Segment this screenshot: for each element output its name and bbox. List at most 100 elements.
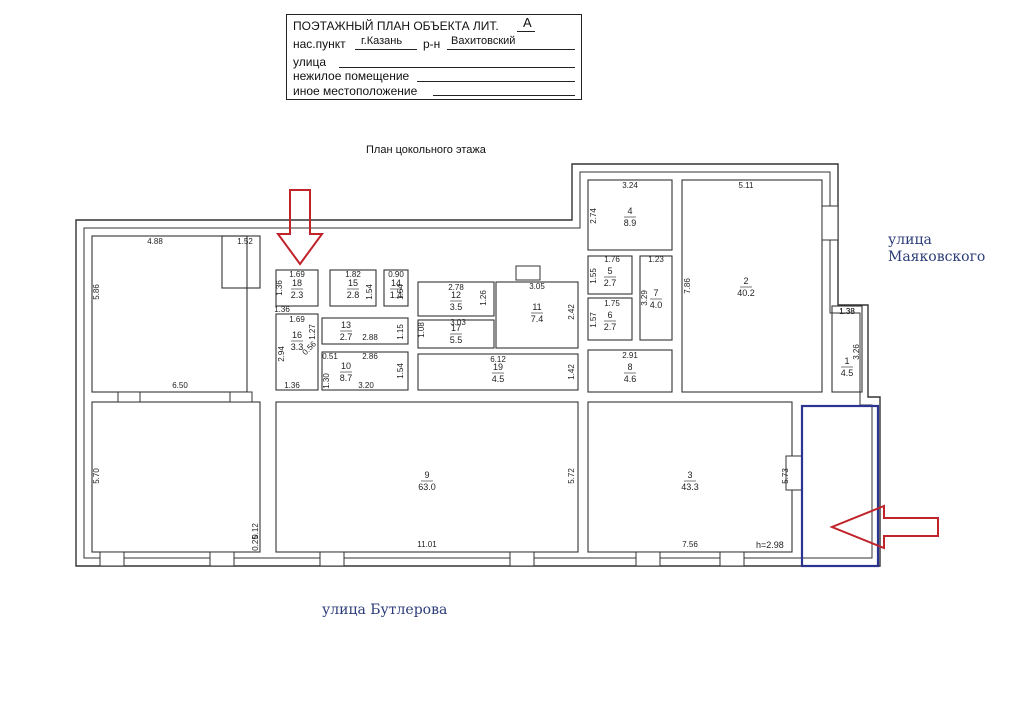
dimension-label: 1.57 [589,312,598,328]
room-outline-5 [587,255,633,295]
dimension-label: 1.36 [284,381,300,390]
room-outline-west-lower [91,401,261,553]
window [509,551,535,567]
other-location-underline [433,95,575,96]
dimension-label: 7.56 [682,540,698,549]
east-street-line2: Маяковского [888,249,986,265]
room-number-label: 2 [743,276,748,286]
dimension-label: 1.26 [479,290,488,306]
room-outline-14 [383,269,409,307]
room-outline-15 [329,269,377,307]
room-area-label: 4.0 [650,300,663,310]
district-label: р-н [423,37,441,51]
dimension-label: 1.23 [648,255,664,264]
street-underline [339,67,575,68]
room-number-label: 7 [653,288,658,298]
arrow-left-icon [829,504,939,550]
room-area-label: 7.4 [531,314,544,324]
room-area-label: 4.6 [624,374,637,384]
dimension-label: 3.03 [450,318,466,327]
room-number-label: 1 [844,356,849,366]
room-outline-7 [639,255,673,341]
dimension-label: 0.51 [322,352,338,361]
window [515,265,541,281]
settlement-label: нас.пункт [293,37,346,51]
windows [99,205,839,567]
room-outline-11 [495,281,579,349]
district-underline [447,49,575,50]
room-area-label: 5.5 [450,335,463,345]
dimension-label: 1.69 [289,270,305,279]
room-number-label: 18 [292,278,302,288]
dimension-label: 1.38 [839,307,855,316]
room-area-label: 43.3 [681,482,699,492]
room-outline-13 [417,319,495,349]
room-area-label: 4.5 [841,368,854,378]
dimension-label: 0.25 [251,535,260,551]
room-number-label: 10 [341,361,351,371]
rooms [91,179,863,553]
dimension-label: 5.11 [739,181,755,190]
highlighted-entrance-area [800,404,880,568]
premises-label: нежилое помещение [293,69,410,83]
room-outline-1 [831,305,863,393]
dimension-label: 2.78 [448,283,464,292]
room-outline-6 [587,297,633,341]
room-area-label: 8.9 [624,218,637,228]
room-area-label: 2.7 [340,332,353,342]
dimension-label: 7.86 [683,278,692,294]
dimension-label: 1.38 [839,307,855,316]
window [719,551,745,567]
window [209,551,235,567]
street-label: улица [293,55,326,69]
dimension-label: 5.72 [567,468,576,484]
dimension-label: 6.50 [172,381,188,390]
other-location-label: иное местоположение [293,84,418,98]
ceiling-height-label: h=2.98 [756,540,784,550]
dimension-label: 1.69 [289,315,305,324]
dimension-label: 1.54 [396,284,405,300]
room-outline-west-corner [221,235,261,289]
dimension-label: 1.55 [589,268,598,284]
dimension-label: 0.90 [388,270,404,279]
room-number-label: 15 [348,278,358,288]
dimension-label: 11.01 [417,540,437,549]
dimension-label: 1.30 [322,373,331,389]
dimension-label: 1.54 [365,284,374,300]
dimension-label: 2.42 [567,304,576,320]
dimension-label: 0.12 [251,523,260,539]
entrance-arrows [276,189,939,550]
dimension-label: 2.94 [277,346,286,362]
window [319,551,345,567]
room-outline-west-upper [91,235,248,393]
room-area-label: 40.2 [737,288,755,298]
room-number-label: 8 [627,362,632,372]
room-area-label: 2.7 [604,322,617,332]
title-block: ПОЭТАЖНЫЙ ПЛАН ОБЪЕКТА ЛИТ. А нас.пункт … [286,14,582,100]
window [99,551,125,567]
room-number-label: 9 [424,470,429,480]
room-outline-8 [587,349,673,393]
room-outline-17 [321,351,409,391]
room-outline-18 [275,269,319,307]
room-outline-16 [321,317,409,345]
outer-wall-outline [75,163,881,567]
dimension-label: 4.88 [147,237,163,246]
dimension-label: 5.73 [781,468,790,484]
dimension-label: 6.12 [490,355,506,364]
dimension-label: 1.76 [604,255,620,264]
dimension-label: 3.05 [529,282,545,291]
settlement-value: г.Казань [361,35,403,47]
window [635,551,661,567]
room-outline-12 [417,281,495,317]
room-number-label: 6 [607,310,612,320]
room-outline-4 [587,179,673,251]
window [821,205,839,241]
room-area-label: 3.3 [291,342,304,352]
plan-object-title: ПОЭТАЖНЫЙ ПЛАН ОБЪЕКТА ЛИТ. [293,19,499,33]
room-outline-9 [275,401,579,553]
premises-underline [417,81,575,82]
dimension-label: 1.42 [567,364,576,380]
